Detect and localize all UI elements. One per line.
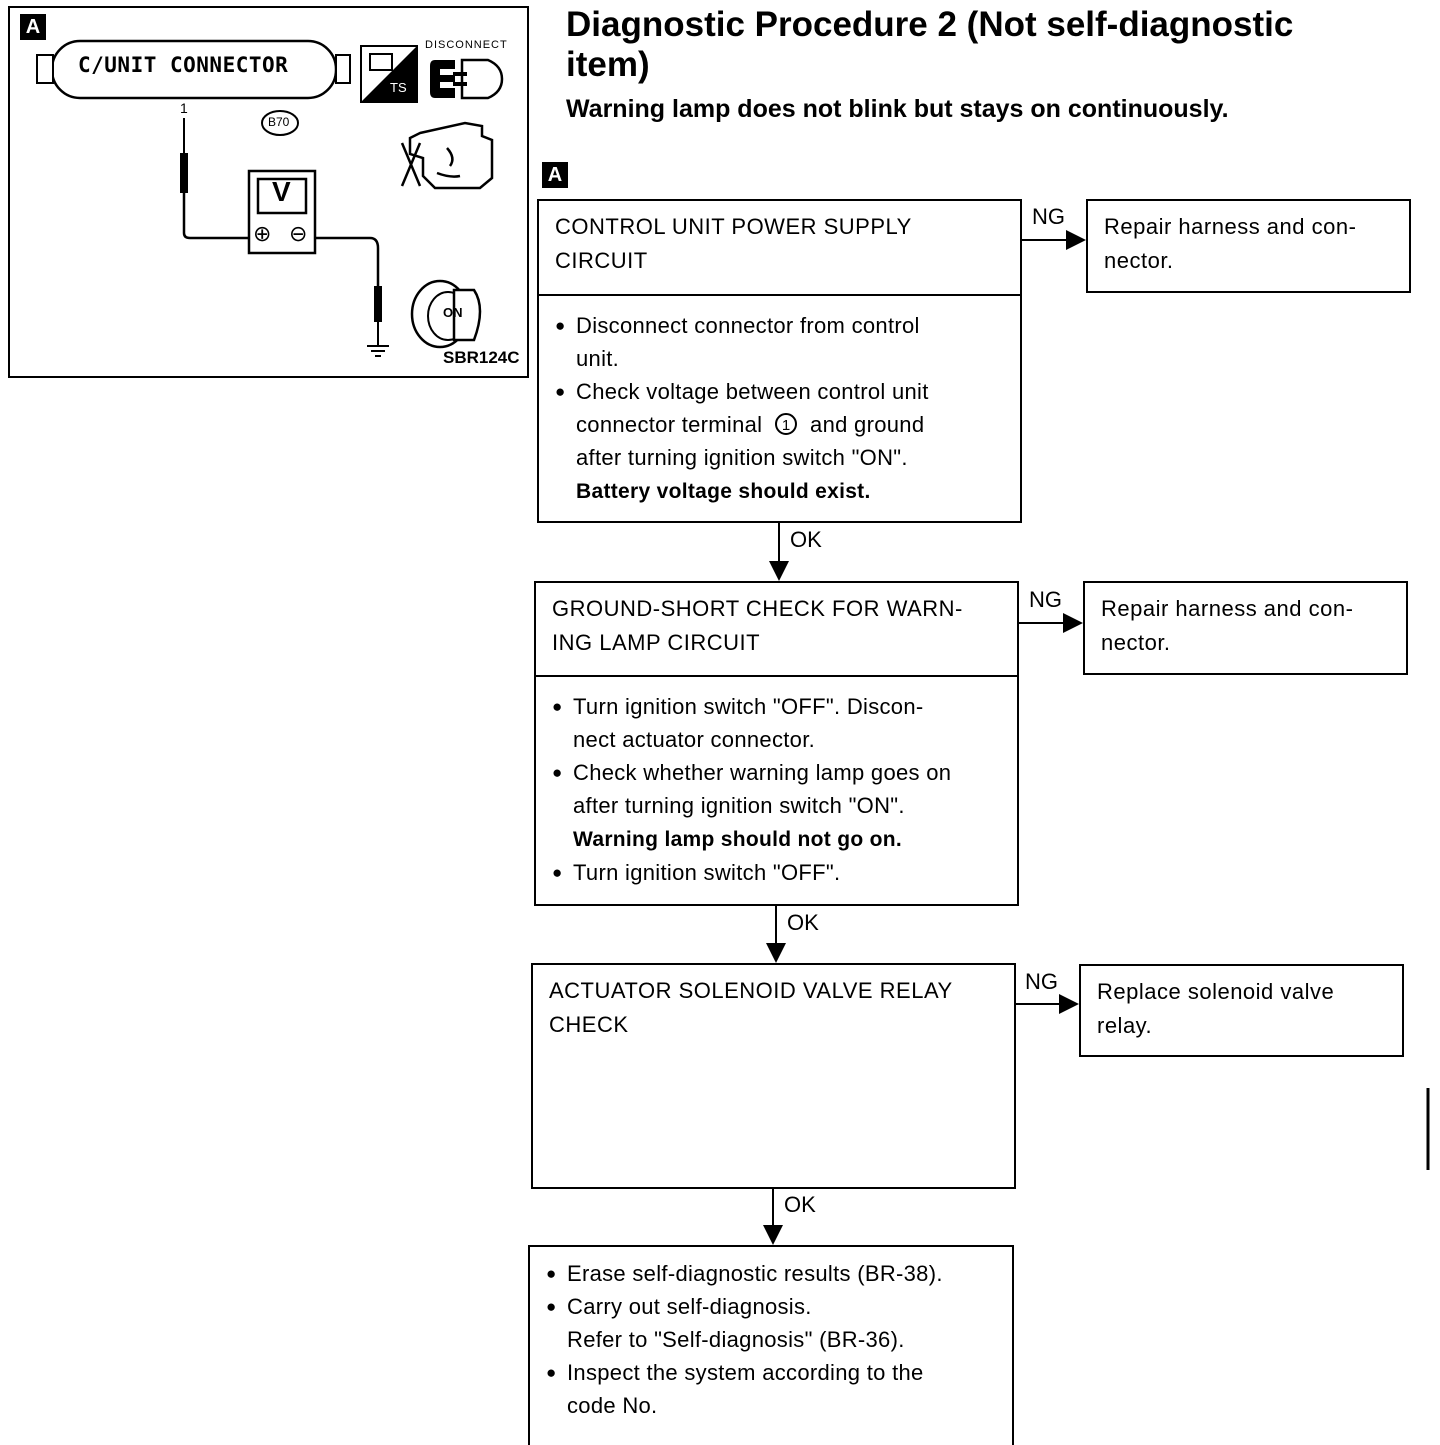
- step1-title-line-2: CIRCUIT: [555, 248, 648, 273]
- step4-instructions: Erase self-diagnostic results (BR-38). C…: [546, 1257, 943, 1422]
- step3-ng-line-1: Replace solenoid valve: [1097, 979, 1335, 1004]
- meter-minus: ⊖: [289, 221, 308, 246]
- terminal-circled-number: 1: [775, 413, 798, 435]
- step4-bullet-3: Inspect the system according to the code…: [546, 1356, 943, 1422]
- step4-bullet-1: Erase self-diagnostic results (BR-38).: [546, 1257, 943, 1290]
- step1-ng-label: NG: [1032, 204, 1065, 229]
- wiring-diagram: [36, 39, 504, 357]
- step2-ng-label: NG: [1029, 587, 1062, 612]
- step3-title-line-2: CHECK: [549, 1012, 629, 1037]
- step2-ng-line-2: nector.: [1101, 630, 1171, 655]
- step2-b1-line-2: nect actuator connector.: [573, 727, 816, 752]
- connector-id-oval: [261, 110, 299, 136]
- step1-box: CONTROL UNIT POWER SUPPLY CIRCUIT Discon…: [537, 199, 1022, 523]
- probe-positive: [180, 153, 188, 193]
- step1-ng-line-2: nector.: [1104, 248, 1174, 273]
- step2-title-line-1: GROUND-SHORT CHECK FOR WARN-: [552, 596, 963, 621]
- flow-tag: A: [542, 162, 568, 188]
- step2-b1-line-1: Turn ignition switch "OFF". Discon-: [573, 694, 924, 719]
- step4-b2-line-1: Carry out self-diagnosis.: [567, 1294, 812, 1319]
- probe-negative: [374, 286, 382, 322]
- step1-b2-expected: Battery voltage should exist.: [576, 480, 871, 503]
- ignition-key-icon: [410, 279, 482, 349]
- step3-title: ACTUATOR SOLENOID VALVE RELAY CHECK: [549, 974, 953, 1042]
- meter-plus: ⊕: [253, 221, 272, 246]
- meter-label: V: [272, 176, 291, 207]
- step1-b2-line-1: Check voltage between control unit: [576, 379, 929, 404]
- connector-label: C/UNIT CONNECTOR: [78, 53, 289, 77]
- step1-bullet-1: Disconnect connector from control unit.: [555, 309, 929, 375]
- step1-instructions: Disconnect connector from control unit. …: [555, 309, 929, 508]
- step3-box: ACTUATOR SOLENOID VALVE RELAY CHECK: [531, 963, 1016, 1189]
- step2-ok-label: OK: [787, 910, 819, 935]
- step2-b2-line-2: after turning ignition switch "ON".: [573, 793, 905, 818]
- step2-b2-line-1: Check whether warning lamp goes on: [573, 760, 952, 785]
- title-line-2: item): [566, 45, 650, 84]
- step2-b3-line-1: Turn ignition switch "OFF".: [573, 860, 841, 885]
- step4-b1-line-1: Erase self-diagnostic results (BR-38).: [567, 1261, 943, 1286]
- step4-b3-line-1: Inspect the system according to the: [567, 1360, 924, 1385]
- step4-bullet-2: Carry out self-diagnosis. Refer to "Self…: [546, 1290, 943, 1356]
- step2-divider: [536, 675, 1017, 677]
- disconnect-plug-icon: [430, 58, 504, 100]
- step1-divider: [539, 294, 1020, 296]
- step1-title: CONTROL UNIT POWER SUPPLY CIRCUIT: [555, 210, 912, 278]
- page-title: Diagnostic Procedure 2 (Not self-diagnos…: [566, 5, 1426, 85]
- step1-bullet-2: Check voltage between control unit conne…: [555, 375, 929, 508]
- page-subtitle: Warning lamp does not blink but stays on…: [566, 95, 1229, 123]
- engine-icon: [400, 121, 494, 190]
- figure-tag: A: [20, 14, 46, 40]
- step1-ng-box: Repair harness and con- nector.: [1086, 199, 1411, 293]
- step2-title: GROUND-SHORT CHECK FOR WARN- ING LAMP CI…: [552, 592, 963, 660]
- step2-ng-line-1: Repair harness and con-: [1101, 596, 1354, 621]
- step2-b2-expected: Warning lamp should not go on.: [573, 828, 903, 851]
- step3-ng-action: Replace solenoid valve relay.: [1097, 975, 1334, 1043]
- connector-id: B70: [268, 115, 290, 129]
- step3-ok-label: OK: [784, 1192, 816, 1217]
- title-line-1: Diagnostic Procedure 2 (Not self-diagnos…: [566, 5, 1294, 44]
- step1-b1-line-1: Disconnect connector from control: [576, 313, 920, 338]
- connector-tab-left: [36, 54, 54, 84]
- disconnect-label: DISCONNECT: [425, 39, 508, 51]
- step4-b2-line-2: Refer to "Self-diagnosis" (BR-36).: [567, 1327, 905, 1352]
- step4-b3-line-2: code No.: [567, 1393, 658, 1418]
- step2-title-line-2: ING LAMP CIRCUIT: [552, 630, 761, 655]
- step4-box: Erase self-diagnostic results (BR-38). C…: [528, 1245, 1014, 1445]
- ts-icon: [360, 45, 418, 103]
- figure-code: SBR124C: [443, 348, 520, 367]
- step3-ng-label: NG: [1025, 969, 1058, 994]
- step1-b2-line-3: after turning ignition switch "ON".: [576, 445, 908, 470]
- step1-b2-line-2a: connector terminal: [576, 412, 763, 437]
- step1-ng-line-1: Repair harness and con-: [1104, 214, 1357, 239]
- step2-box: GROUND-SHORT CHECK FOR WARN- ING LAMP CI…: [534, 581, 1019, 906]
- connector-tab-right: [335, 54, 351, 84]
- ts-label: TS: [390, 80, 407, 95]
- ground-icon: [367, 345, 389, 357]
- wiring-figure: A: [8, 6, 529, 378]
- step2-ng-action: Repair harness and con- nector.: [1101, 592, 1353, 660]
- step1-b2-line-2b: and ground: [810, 412, 925, 437]
- step1-ng-action: Repair harness and con- nector.: [1104, 210, 1356, 278]
- step1-title-line-1: CONTROL UNIT POWER SUPPLY: [555, 214, 912, 239]
- step2-instructions: Turn ignition switch "OFF". Discon- nect…: [552, 690, 951, 889]
- step2-bullet-1: Turn ignition switch "OFF". Discon- nect…: [552, 690, 951, 756]
- terminal-number: 1: [180, 100, 188, 116]
- switch-label: ON: [443, 305, 463, 320]
- step2-bullet-2: Check whether warning lamp goes on after…: [552, 756, 951, 856]
- step2-bullet-3: Turn ignition switch "OFF".: [552, 856, 951, 889]
- page-header: Diagnostic Procedure 2 (Not self-diagnos…: [566, 5, 1426, 124]
- step3-title-line-1: ACTUATOR SOLENOID VALVE RELAY: [549, 978, 953, 1003]
- step2-ng-box: Repair harness and con- nector.: [1083, 581, 1408, 675]
- step1-ok-label: OK: [790, 527, 822, 552]
- step1-b1-line-2: unit.: [576, 346, 620, 371]
- step3-ng-box: Replace solenoid valve relay.: [1079, 964, 1404, 1057]
- step3-ng-line-2: relay.: [1097, 1013, 1153, 1038]
